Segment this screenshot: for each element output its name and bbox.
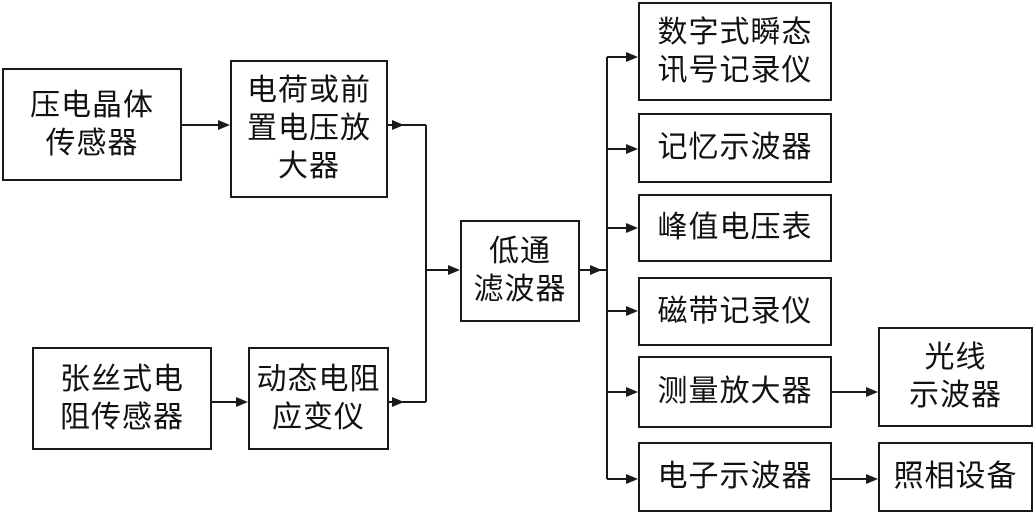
arrowhead: [392, 120, 404, 130]
arrowhead: [626, 306, 638, 316]
arrowhead: [626, 223, 638, 233]
node-tape-recorder: 磁带记录仪: [638, 277, 832, 346]
node-peak-voltmeter: 峰值电压表: [638, 194, 832, 262]
arrowhead: [866, 387, 878, 397]
arrowhead: [866, 474, 878, 484]
node-storage-scope: 记忆示波器: [638, 113, 832, 183]
arrowhead: [626, 144, 638, 154]
node-camera-equipment: 照相设备: [878, 442, 1033, 512]
arrowhead: [626, 387, 638, 397]
arrowhead: [392, 397, 404, 407]
arrowhead: [590, 265, 602, 275]
node-digital-recorder: 数字式瞬态 讯号记录仪: [638, 2, 832, 101]
node-measurement-amp: 测量放大器: [638, 356, 832, 428]
node-strain-sensor: 张丝式电 阻传感器: [32, 347, 212, 450]
node-charge-amp: 电荷或前 置电压放 大器: [230, 60, 388, 198]
node-dynamic-strain: 动态电阻 应变仪: [248, 347, 389, 450]
node-light-oscilloscope: 光线 示波器: [878, 327, 1033, 427]
arrowhead: [448, 265, 460, 275]
arrowhead: [626, 474, 638, 484]
node-lowpass-filter: 低通 滤波器: [460, 220, 580, 322]
node-electron-oscilloscope: 电子示波器: [638, 442, 832, 512]
arrowhead: [236, 397, 248, 407]
arrowhead: [218, 120, 230, 130]
node-piezo-sensor: 压电晶体 传感器: [2, 68, 182, 181]
arrowhead: [626, 52, 638, 62]
